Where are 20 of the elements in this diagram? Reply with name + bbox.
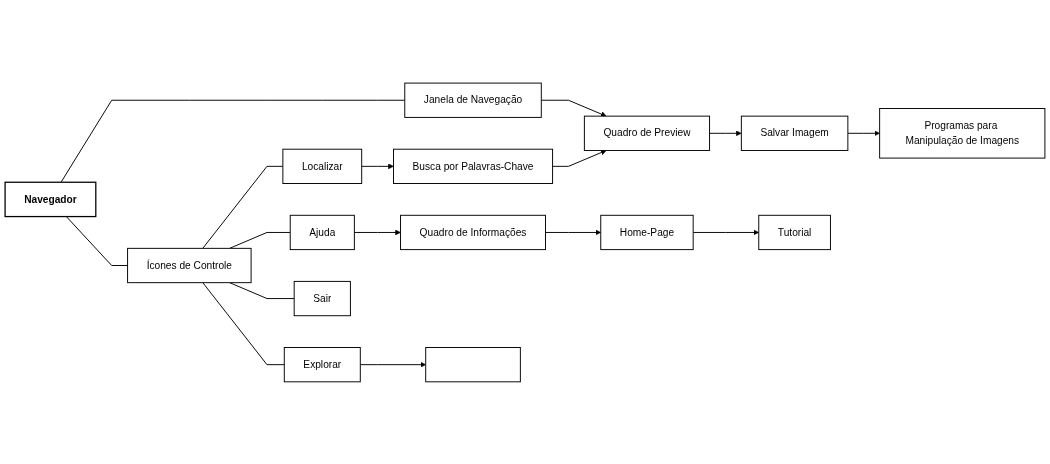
node-box: Busca por Palavras-Chave <box>393 148 554 184</box>
node-box: Programas para Manipulação de Imagens <box>879 107 1046 159</box>
node-box: Home-Page <box>600 214 694 250</box>
node-box: Salvar Imagem <box>740 115 849 151</box>
node-box: Quadro de Informações <box>400 214 546 250</box>
connector <box>202 281 285 365</box>
node-box: Sair <box>293 280 351 316</box>
node-box: Quadro de Preview <box>583 115 711 151</box>
node-box: Ícones de Controle <box>127 247 252 283</box>
connector <box>65 215 129 266</box>
node-box: Navegador <box>4 181 97 217</box>
node-box: Explorar <box>283 346 361 382</box>
connector <box>202 165 284 249</box>
node-box <box>425 346 521 382</box>
node-box: Tutorial <box>758 214 831 250</box>
node-box: Localizar <box>282 148 363 184</box>
node-box: Janela de Navegação <box>404 82 542 118</box>
connector <box>60 99 406 183</box>
node-box: Ajuda <box>289 214 355 250</box>
connector <box>229 281 295 299</box>
